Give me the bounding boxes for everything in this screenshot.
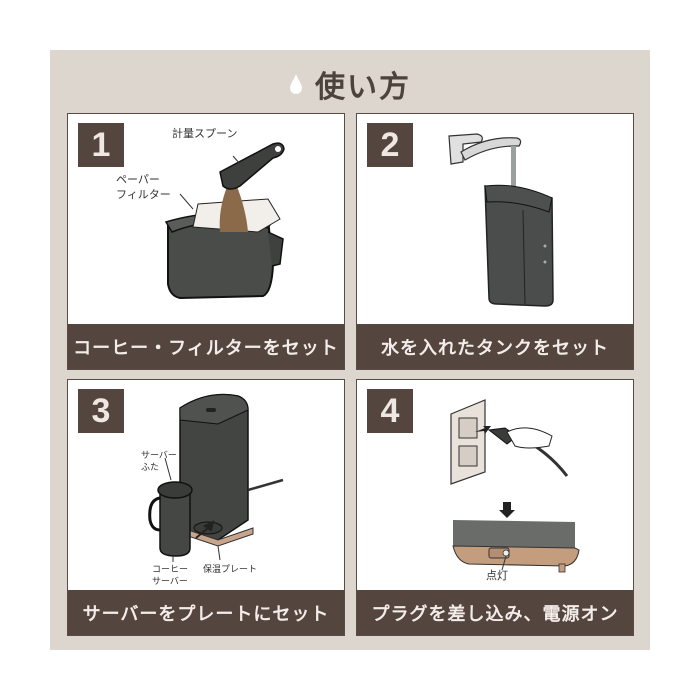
page-title: 使い方 (50, 64, 650, 105)
annotation-coffee-server: コーヒー サーバー (152, 565, 189, 587)
coffee-filter-illustration (164, 142, 285, 300)
step-panel-1: 計量スプーン ペーパー フィルター 1 コーヒー・フィルターをセット (67, 113, 345, 370)
water-drop-icon (290, 74, 302, 94)
step-caption: 水を入れたタンクをセット (357, 324, 633, 369)
step-number-badge: 4 (367, 389, 413, 433)
step-caption: コーヒー・フィルターをセット (68, 324, 344, 369)
annotation-paper-filter: ペーパー フィルター (116, 173, 171, 201)
step-number-badge: 2 (367, 123, 413, 167)
step-panel-3: サーバー ふた コーヒー サーバー 保温プレート 3 サーバーをプレートにセット (67, 379, 345, 636)
step-panel-4: 点灯 4 プラグを差し込み、電源オン (356, 379, 634, 636)
annotation-server-lid: サーバー ふた (141, 451, 177, 473)
plug-power-on-illustration (450, 399, 580, 573)
step-number-badge: 1 (78, 123, 124, 167)
title-text: 使い方 (315, 70, 411, 105)
annotation-warming-plate: 保温プレート (203, 565, 258, 575)
how-to-use-card: 使い方 計量スプーン ペーパー フィルター 1 コーヒー・フィルターをセット (50, 50, 650, 650)
water-tank-illustration (448, 133, 554, 307)
step-number-badge: 3 (78, 389, 124, 433)
step-caption: プラグを差し込み、電源オン (357, 590, 633, 635)
annotation-measuring-spoon: 計量スプーン (172, 127, 238, 140)
annotation-light-on: 点灯 (486, 569, 508, 582)
step-panel-2: 2 水を入れたタンクをセット (356, 113, 634, 370)
coffee-maker-server-illustration (148, 393, 284, 562)
step-caption: サーバーをプレートにセット (68, 590, 344, 635)
